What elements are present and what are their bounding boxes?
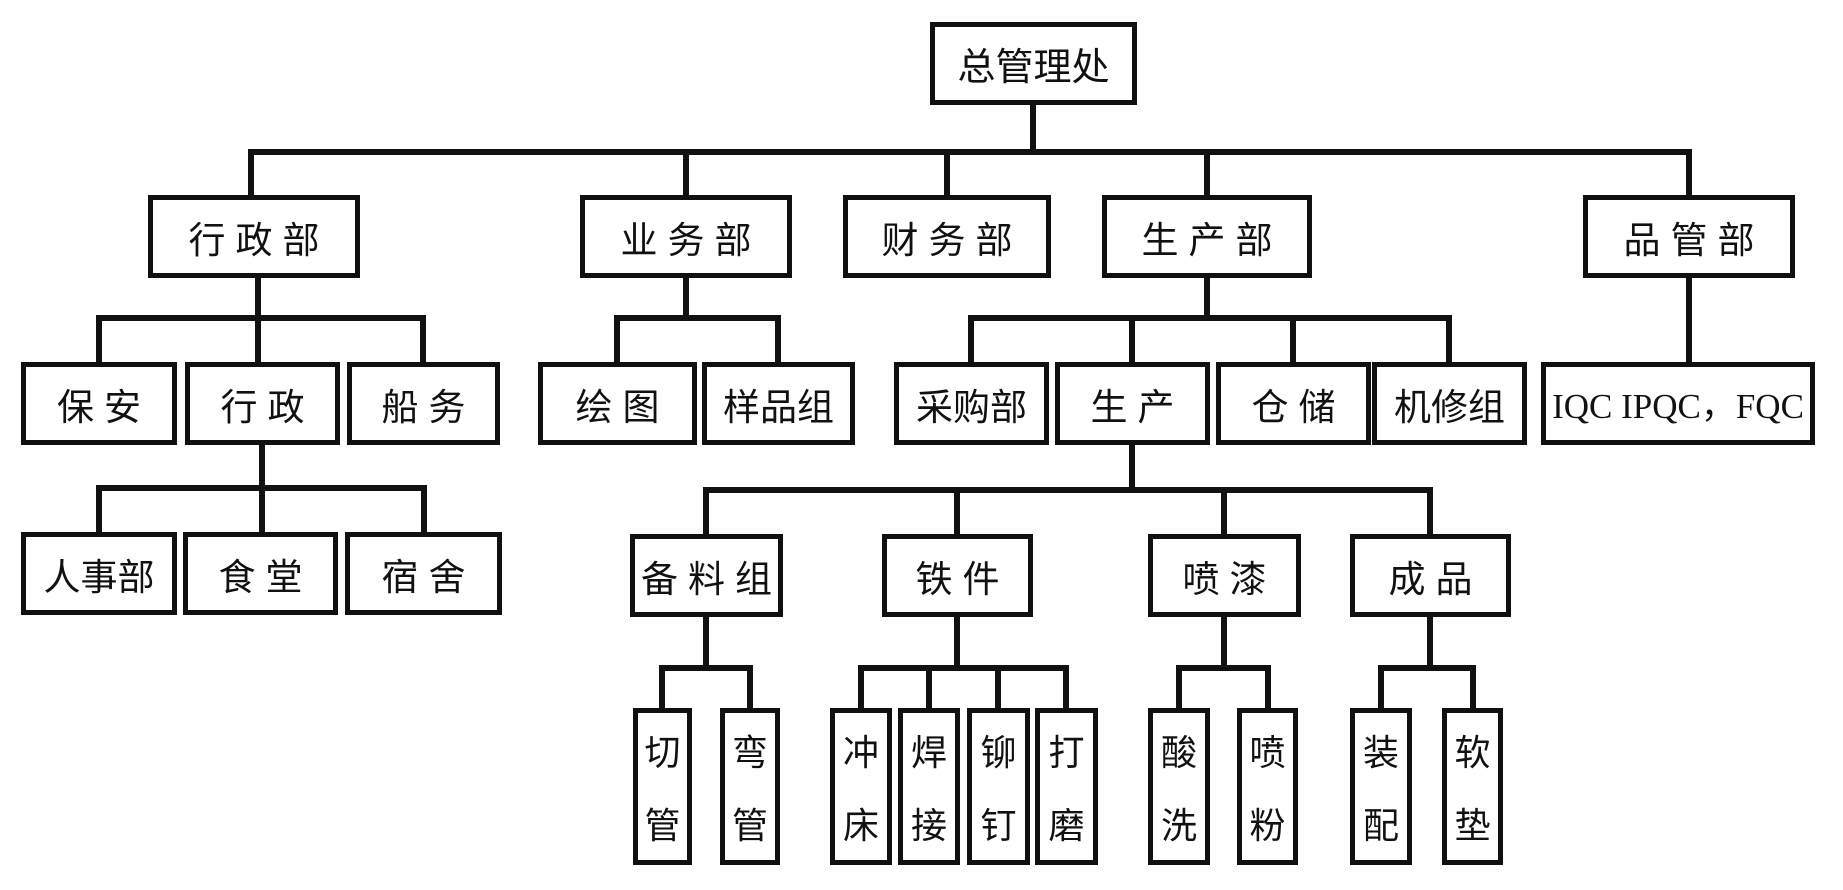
connectors-iron-parts — [858, 617, 1069, 708]
node-machine-repair: 机修组 — [1372, 362, 1527, 445]
node-iqc-ipqc-fqc: IQC IPQC，FQC — [1541, 362, 1815, 445]
connectors-admin-dept — [96, 278, 426, 362]
node-security: 保安 — [21, 362, 177, 445]
node-production: 生产 — [1055, 362, 1210, 445]
connectors-material-prep — [659, 617, 753, 708]
node-warehouse: 仓储 — [1216, 362, 1371, 445]
connectors-paint — [1176, 617, 1271, 708]
connectors-administration — [96, 445, 427, 532]
node-material-prep: 备料组 — [630, 534, 783, 617]
node-general-management: 总管理处 — [930, 22, 1137, 105]
node-paint: 喷漆 — [1148, 534, 1301, 617]
node-drawing: 绘图 — [538, 362, 697, 445]
connectors-business-dept — [614, 278, 781, 362]
node-dormitory: 宿舍 — [345, 532, 502, 615]
node-assembly: 装配 — [1350, 708, 1412, 865]
node-qc-dept: 品管部 — [1583, 195, 1795, 278]
node-rivet: 铆钉 — [967, 708, 1030, 865]
node-cushion: 软垫 — [1442, 708, 1503, 865]
node-sample-group: 样品组 — [702, 362, 855, 445]
node-production-dept: 生产部 — [1102, 195, 1312, 278]
node-acid-wash: 酸洗 — [1148, 708, 1210, 865]
node-business-dept: 业务部 — [580, 195, 792, 278]
node-welding: 焊接 — [898, 708, 960, 865]
node-cut-pipe: 切管 — [633, 708, 692, 865]
connectors-root — [248, 105, 1692, 195]
node-finance-dept: 财务部 — [843, 195, 1051, 278]
node-powder-spray: 喷粉 — [1237, 708, 1298, 865]
connectors-finished-product — [1378, 617, 1476, 708]
node-admin-dept: 行政部 — [148, 195, 360, 278]
node-administration: 行政 — [185, 362, 340, 445]
node-purchasing: 采购部 — [894, 362, 1049, 445]
node-hr-dept: 人事部 — [21, 532, 177, 615]
node-shipping: 船务 — [347, 362, 500, 445]
node-punch-press: 冲床 — [830, 708, 892, 865]
node-grinding: 打磨 — [1035, 708, 1098, 865]
node-bend-pipe: 弯管 — [720, 708, 780, 865]
node-canteen: 食堂 — [183, 532, 338, 615]
connectors-production-dept — [968, 278, 1452, 362]
connectors-production — [703, 445, 1433, 534]
node-finished-product: 成品 — [1350, 534, 1511, 617]
node-iron-parts: 铁件 — [882, 534, 1033, 617]
